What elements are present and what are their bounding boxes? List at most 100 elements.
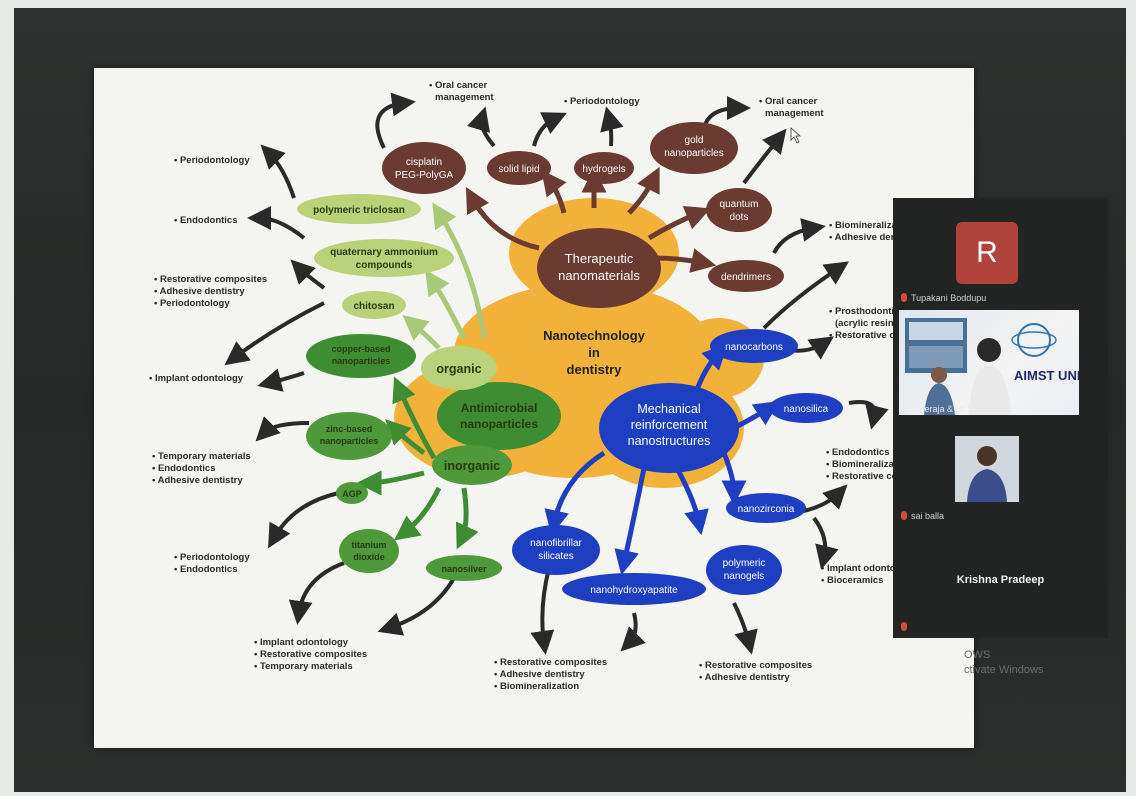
bullet-nanosilver-1: • Implant odontology: [254, 637, 349, 648]
gold-label-1: gold: [685, 135, 704, 146]
mic-muted-icon: [901, 511, 907, 520]
bullet-nanosilver-2: • Restorative composites: [254, 649, 367, 660]
participant-tile-1[interactable]: R Tupakani Boddupu: [893, 198, 1108, 308]
participant-name-2: Dr Neeraja & Dr Durga: [901, 404, 993, 414]
antimicrobial-arrows: [356, 376, 479, 550]
agnp-label: AGP: [342, 489, 362, 499]
bullet-agnp-2: • Endodontics: [174, 564, 238, 575]
participants-panel: R Tupakani Boddupu AIMST UNIVERSITY Dr N…: [893, 198, 1108, 638]
titanium-label-2: dioxide: [353, 552, 385, 562]
nanohydroxyapatite-node: [562, 573, 706, 605]
bullet-chitosan-1: • Restorative composites: [154, 274, 267, 285]
dendrimers-node: [708, 260, 784, 292]
quaternary-node: [314, 239, 454, 277]
bullet-oral-cancer-2: • Oral cancer: [759, 96, 818, 107]
video-feed: [955, 436, 1019, 502]
quaternary-label-2: compounds: [356, 260, 413, 271]
quaternary-label-1: quaternary ammonium: [330, 247, 438, 258]
center-title-3: dentistry: [567, 362, 623, 377]
antimicrobial-outcome-arrows: [224, 144, 456, 636]
polymeric-nanogels-label-1: polymeric: [723, 558, 766, 569]
bullet-nanocarbons-3: • Restorative composites: [829, 330, 942, 341]
zinc-node: [306, 412, 392, 460]
bullet-nanosilica-3: • Restorative composites: [826, 471, 939, 482]
cisplatin-label-2: PEG-PolyGA: [395, 170, 454, 181]
nanocarbons-node: [710, 329, 798, 363]
agnp-node: [336, 482, 368, 504]
nanosilver-node: [426, 555, 502, 581]
quantum-node: [706, 188, 772, 232]
center-title-2: in: [588, 345, 600, 360]
organic-node: [421, 346, 497, 390]
nanozirconia-node: [726, 493, 806, 523]
gold-label-2: nanoparticles: [664, 148, 723, 159]
bullet-nanozirconia-2: • Bioceramics: [821, 575, 883, 586]
titanium-label-1: titanium: [352, 540, 387, 550]
antimicrobial-label-1: Antimicrobial: [461, 401, 538, 415]
antimicrobial-label-2: nanoparticles: [460, 417, 538, 431]
video-feed: AIMST UNIVERSITY: [899, 310, 1079, 415]
mechanical-node: [599, 383, 739, 473]
bullet-chitosan-3: • Periodontology: [154, 298, 230, 309]
polymeric-triclosan-label: polymeric triclosan: [313, 205, 405, 216]
participant-tile-3[interactable]: sai balla: [893, 428, 1108, 528]
watermark-line-1: OWS: [964, 649, 991, 661]
bullet-periodontology-top: • Periodontology: [564, 96, 640, 107]
bullet-nanogels-2: • Adhesive dentistry: [699, 672, 790, 683]
solid-lipid-label: solid lipid: [498, 164, 539, 175]
chitosan-label: chitosan: [353, 301, 394, 312]
hydrogels-node: [574, 152, 634, 184]
participant-name-1: Tupakani Boddupu: [911, 293, 987, 303]
therapeutic-node: [537, 228, 661, 308]
presentation-slide: Therapeutic nanomaterials cisplatin PEG-…: [94, 68, 974, 748]
video-frame: [967, 446, 1007, 502]
therapeutic-label-2: nanomaterials: [558, 268, 640, 283]
participant-name-4: Krishna Pradeep: [956, 574, 1045, 586]
windows-activation-watermark: OWS ctivate Windows: [964, 648, 1043, 678]
bullet-implant-left: • Implant odontology: [149, 373, 244, 384]
bullet-zinc-3: • Adhesive dentistry: [152, 475, 243, 486]
video-frame: AIMST UNIVERSITY: [905, 318, 1079, 415]
organic-arrows: [402, 202, 487, 350]
screen-share-area: Therapeutic nanomaterials cisplatin PEG-…: [14, 8, 1126, 792]
titanium-node: [339, 529, 399, 573]
zinc-label-2: nanoparticles: [320, 436, 379, 446]
bullet-nanosilver-3: • Temporary materials: [254, 661, 353, 672]
chitosan-node: [342, 291, 406, 319]
polymeric-nanogels-label-2: nanogels: [724, 571, 765, 582]
inorganic-node: [432, 445, 512, 485]
quantum-label-1: quantum: [720, 199, 759, 210]
copper-node: [306, 334, 416, 378]
bullet-nanozirconia-1: • Implant odontology: [821, 563, 916, 574]
bullet-hap-3: • Biomineralization: [494, 681, 579, 692]
mouse-cursor-icon: [790, 127, 802, 144]
polymeric-nanogels-node: [706, 545, 782, 595]
bullet-hap-1: • Restorative composites: [494, 657, 607, 668]
therapeutic-label-1: Therapeutic: [565, 251, 634, 266]
quantum-label-2: dots: [730, 212, 749, 223]
avatar: R: [956, 222, 1018, 284]
mind-map: Therapeutic nanomaterials cisplatin PEG-…: [149, 80, 942, 692]
bullet-periodontology-left: • Periodontology: [174, 155, 250, 166]
watermark-line-2: ctivate Windows: [964, 664, 1044, 676]
inorganic-label: inorganic: [444, 459, 500, 473]
nanosilica-label: nanosilica: [784, 404, 829, 415]
solid-lipid-node: [487, 151, 551, 185]
university-logo-text: AIMST UNIVERSITY: [1014, 368, 1079, 383]
polymeric-triclosan-node: [297, 194, 421, 224]
bullet-nanocarbons-1: • Prosthodontics: [829, 306, 905, 317]
bullet-oral-cancer-2b: management: [765, 108, 824, 119]
bullet-agnp-1: • Periodontology: [174, 552, 250, 563]
bullet-chitosan-2: • Adhesive dentistry: [154, 286, 245, 297]
bullet-nanosilica-1: • Endodontics: [826, 447, 890, 458]
nanocarbons-label: nanocarbons: [725, 342, 783, 353]
nanosilver-label: nanosilver: [441, 564, 487, 574]
mic-muted-icon: [901, 293, 907, 302]
copper-label-1: copper-based: [331, 344, 390, 354]
nanofibrillar-node: [512, 525, 600, 575]
nanofibrillar-label-2: silicates: [538, 551, 574, 562]
participant-tile-2[interactable]: AIMST UNIVERSITY Dr Neeraja & Dr Durga: [893, 308, 1108, 418]
bullet-nanogels-1: • Restorative composites: [699, 660, 812, 671]
nanosilica-node: [769, 393, 843, 423]
bullet-zinc-2: • Endodontics: [152, 463, 216, 474]
